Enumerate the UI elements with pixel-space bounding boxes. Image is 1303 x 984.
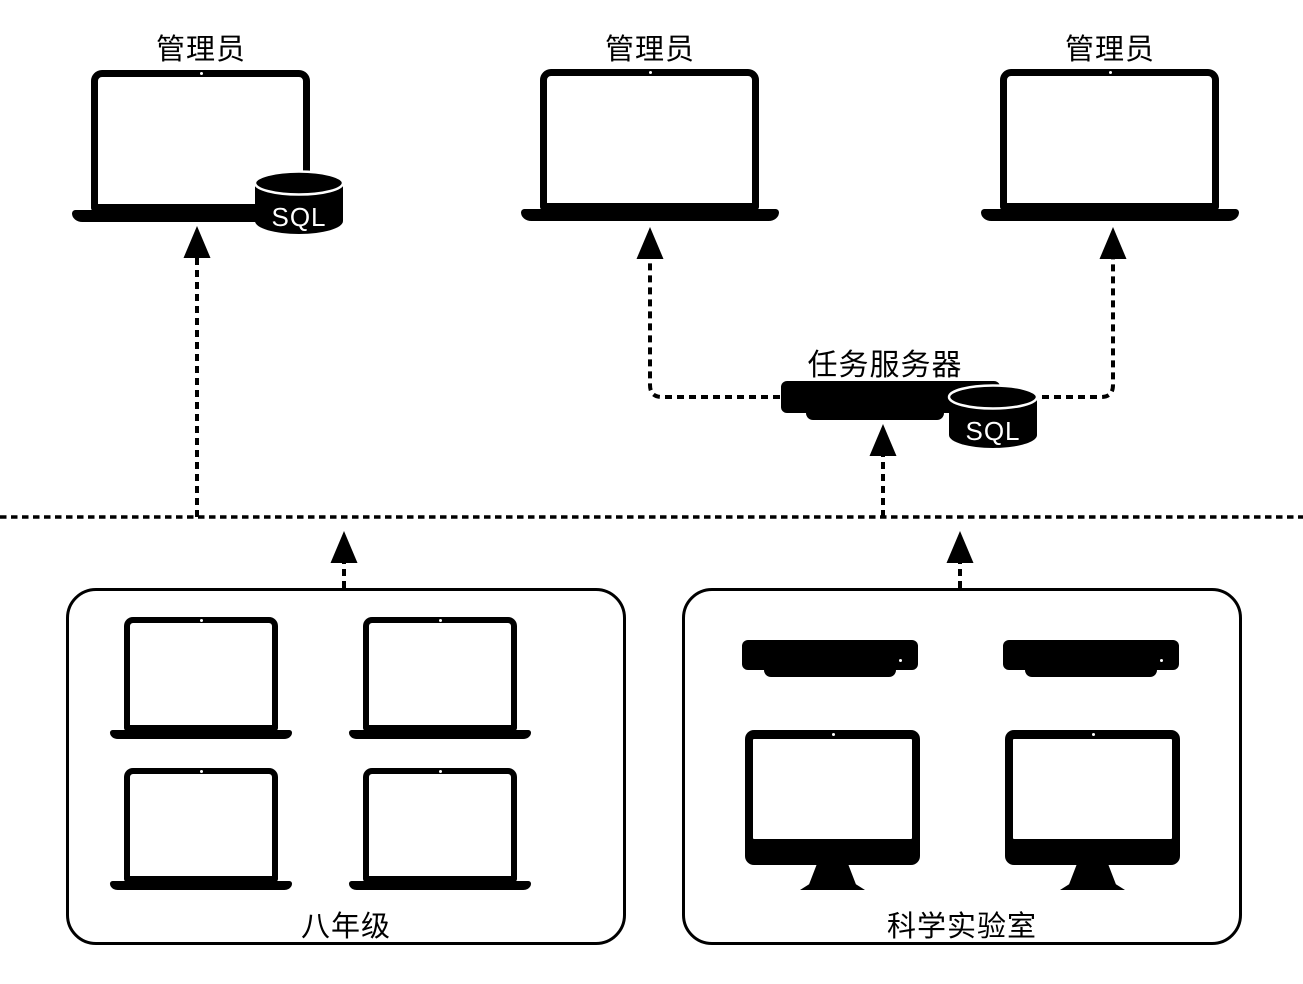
arrow-up-icon — [183, 226, 211, 258]
task-server-label: 任务服务器 — [807, 349, 963, 382]
laptop-base — [981, 209, 1239, 221]
monitor-stand — [800, 864, 865, 890]
database-shape — [947, 384, 1039, 448]
grade8-label: 八年级 — [300, 911, 391, 943]
camera-dot-icon — [439, 619, 442, 622]
camera-dot-icon — [439, 770, 442, 773]
database-cylinder-icon: SQL — [252, 170, 346, 236]
rack-server-base — [806, 413, 944, 420]
monitor-glass — [753, 739, 912, 839]
laptop-base — [521, 209, 779, 221]
monitor-screen — [745, 730, 920, 865]
arrow-up-icon — [1099, 227, 1127, 259]
rack-server-icon — [742, 640, 918, 677]
laptop-screen — [124, 617, 278, 731]
laptop-base — [349, 881, 531, 890]
admin-left-label: 管理员 — [155, 34, 246, 66]
camera-dot-icon — [200, 619, 203, 622]
rack-server-body — [742, 640, 918, 670]
rack-server-icon — [1003, 640, 1179, 677]
science-lab-label: 科学实验室 — [886, 911, 1037, 943]
camera-dot-icon — [831, 733, 835, 736]
laptop-screen — [1000, 69, 1219, 210]
laptop-base — [349, 730, 531, 739]
monitor-stand — [1060, 864, 1125, 890]
led-dot-icon — [1160, 659, 1163, 662]
arrow-up-icon — [946, 531, 974, 563]
camera-dot-icon — [199, 72, 203, 75]
connector-server-to-admin-middle — [648, 258, 780, 399]
laptop-screen — [363, 768, 517, 882]
sql-text: SQL — [271, 202, 327, 232]
arrow-up-icon — [869, 424, 897, 456]
database-cylinder-icon: SQL — [946, 384, 1040, 450]
camera-dot-icon — [1108, 71, 1112, 74]
admin-right-label: 管理员 — [1064, 34, 1155, 66]
laptop-screen — [363, 617, 517, 731]
monitor-screen — [1005, 730, 1180, 865]
desktop-monitor-icon — [745, 730, 920, 890]
sql-text: SQL — [965, 416, 1021, 446]
laptop-screen — [540, 69, 759, 210]
led-dot-icon — [899, 659, 902, 662]
laptop-base — [110, 881, 292, 890]
desktop-monitor-icon — [1005, 730, 1180, 890]
monitor-glass — [1013, 739, 1172, 839]
laptop-screen — [124, 768, 278, 882]
camera-dot-icon — [1091, 733, 1095, 736]
admin-middle-label: 管理员 — [604, 34, 695, 66]
database-shape — [253, 170, 345, 234]
laptop-base — [110, 730, 292, 739]
rack-server-base — [764, 670, 896, 677]
arrow-up-icon — [636, 227, 664, 259]
rack-server-body — [1003, 640, 1179, 670]
camera-dot-icon — [200, 770, 203, 773]
arrow-up-icon — [330, 531, 358, 563]
rack-server-base — [1025, 670, 1157, 677]
camera-dot-icon — [648, 71, 652, 74]
connector-server-to-admin-right — [1042, 258, 1115, 399]
